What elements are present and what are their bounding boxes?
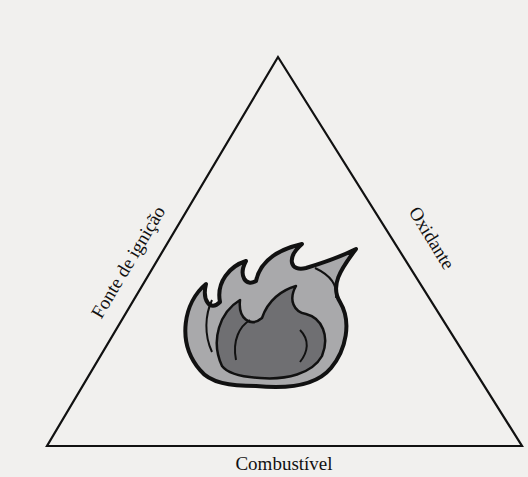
side-label: Oxidante: [406, 203, 459, 272]
triangle-outline: [47, 57, 522, 446]
flame-illustration: [185, 244, 356, 387]
side-label: Combustível: [235, 454, 332, 473]
